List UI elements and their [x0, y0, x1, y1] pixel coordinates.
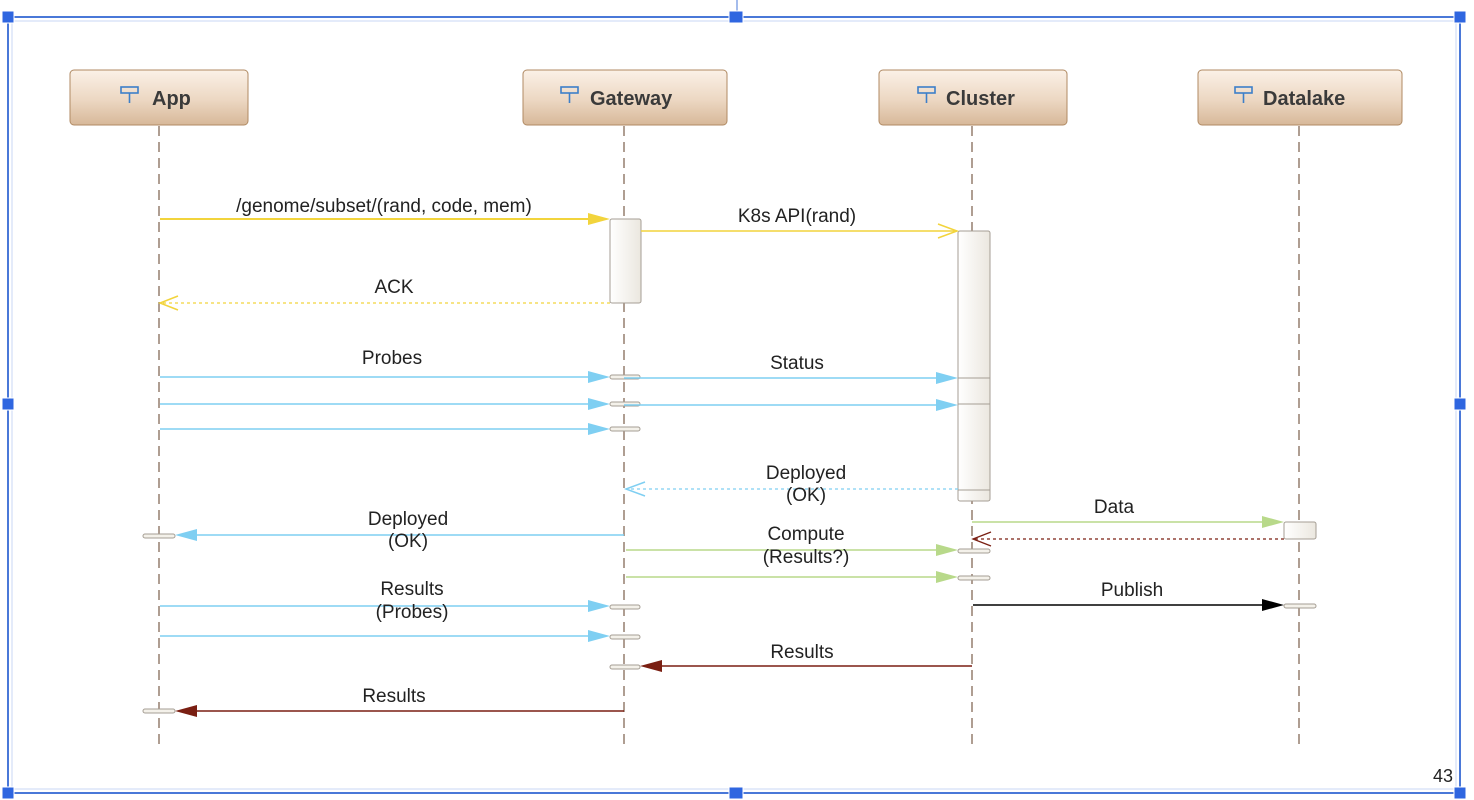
arrowhead-filled-icon: [1262, 599, 1284, 611]
arrowhead-filled-icon: [588, 213, 610, 225]
participant-gateway[interactable]: Gateway: [522, 69, 728, 126]
message-publish[interactable]: Publish: [973, 580, 1284, 611]
message-label: (OK): [388, 531, 428, 552]
participant-datalake-label: Datalake: [1263, 88, 1345, 110]
arrowhead-filled-icon: [175, 529, 197, 541]
datalake-activation: [1283, 521, 1317, 540]
arrowhead-open-icon: [971, 531, 992, 547]
resize-handle-top-right[interactable]: [1453, 10, 1467, 24]
message-label: /genome/subset/(rand, code, mem): [236, 196, 532, 217]
arrowhead-filled-icon: [588, 630, 610, 642]
message-results-app[interactable]: Results: [175, 686, 624, 717]
arrowhead-filled-icon: [588, 600, 610, 612]
message-compute-1[interactable]: Compute (Results?): [626, 524, 958, 568]
message-deployed-app[interactable]: Deployed (OK): [175, 509, 624, 552]
message-probes-1[interactable]: Probes: [160, 348, 610, 383]
arrowhead-filled-icon: [588, 398, 610, 410]
arrowhead-filled-icon: [588, 423, 610, 435]
arrowhead-open-icon: [937, 223, 960, 239]
message-results-cluster[interactable]: Results: [640, 642, 972, 672]
message-data[interactable]: Data: [972, 497, 1284, 528]
message-results-probes-2[interactable]: [160, 630, 610, 642]
message-status-2[interactable]: [624, 399, 958, 411]
message-label: Status: [770, 353, 824, 374]
resize-handle-bottom-right[interactable]: [1453, 786, 1467, 800]
message-label: (OK): [786, 485, 826, 506]
message-status-1[interactable]: Status: [624, 353, 958, 384]
execution-stubs: [142, 374, 1317, 714]
message-label: Data: [1094, 497, 1135, 518]
arrowhead-filled-icon: [936, 544, 958, 556]
participant-app[interactable]: App: [69, 69, 249, 126]
message-compute-2[interactable]: [626, 571, 958, 583]
resize-handle-top-center[interactable]: [728, 10, 744, 24]
resize-handle-top-left[interactable]: [1, 10, 15, 24]
message-deployed-cluster[interactable]: Deployed (OK): [623, 463, 958, 506]
cluster-activation-nested-2: [957, 403, 991, 491]
participant-icon: [560, 86, 579, 103]
message-label: Compute: [767, 524, 844, 545]
page-number: 43: [1433, 766, 1453, 786]
participant-icon: [917, 86, 936, 103]
participant-icon: [1234, 86, 1253, 103]
participant-cluster[interactable]: Cluster: [878, 69, 1068, 126]
message-genome-request[interactable]: /genome/subset/(rand, code, mem): [160, 196, 610, 225]
message-probes-2[interactable]: [160, 398, 610, 410]
message-label: Deployed: [368, 509, 448, 530]
message-label: Probes: [362, 348, 422, 369]
arrowhead-filled-icon: [936, 571, 958, 583]
message-label: Publish: [1101, 580, 1163, 601]
message-k8s-api[interactable]: K8s API(rand): [641, 206, 960, 239]
message-label: (Results?): [763, 547, 850, 568]
arrowhead-filled-icon: [588, 371, 610, 383]
arrowhead-open-icon: [157, 295, 179, 311]
resize-handle-middle-right[interactable]: [1453, 397, 1467, 411]
message-results-probes-1[interactable]: Results (Probes): [160, 579, 610, 623]
message-label: ACK: [374, 277, 413, 298]
resize-handle-bottom-center[interactable]: [728, 786, 744, 800]
message-label: (Probes): [376, 602, 449, 623]
arrowhead-open-icon: [623, 481, 646, 497]
cluster-activation-nested-1: [957, 377, 991, 405]
participant-cluster-label: Cluster: [946, 88, 1015, 110]
resize-handle-bottom-left[interactable]: [1, 786, 15, 800]
arrowhead-filled-icon: [936, 399, 958, 411]
message-label: Deployed: [766, 463, 846, 484]
participant-gateway-label: Gateway: [590, 88, 673, 110]
message-probes-3[interactable]: [160, 423, 610, 435]
participant-app-label: App: [152, 88, 191, 110]
arrowhead-filled-icon: [936, 372, 958, 384]
message-label: Results: [362, 686, 425, 707]
message-label: Results: [380, 579, 443, 600]
gateway-activation: [609, 218, 642, 304]
message-data-return[interactable]: [971, 531, 1284, 547]
participant-datalake[interactable]: Datalake: [1197, 69, 1403, 126]
arrowhead-filled-icon: [640, 660, 662, 672]
message-label: K8s API(rand): [738, 206, 856, 227]
arrowhead-filled-icon: [1262, 516, 1284, 528]
arrowhead-filled-icon: [175, 705, 197, 717]
message-ack[interactable]: ACK: [157, 277, 610, 311]
participant-icon: [120, 86, 139, 103]
resize-handle-middle-left[interactable]: [1, 397, 15, 411]
message-label: Results: [770, 642, 833, 663]
